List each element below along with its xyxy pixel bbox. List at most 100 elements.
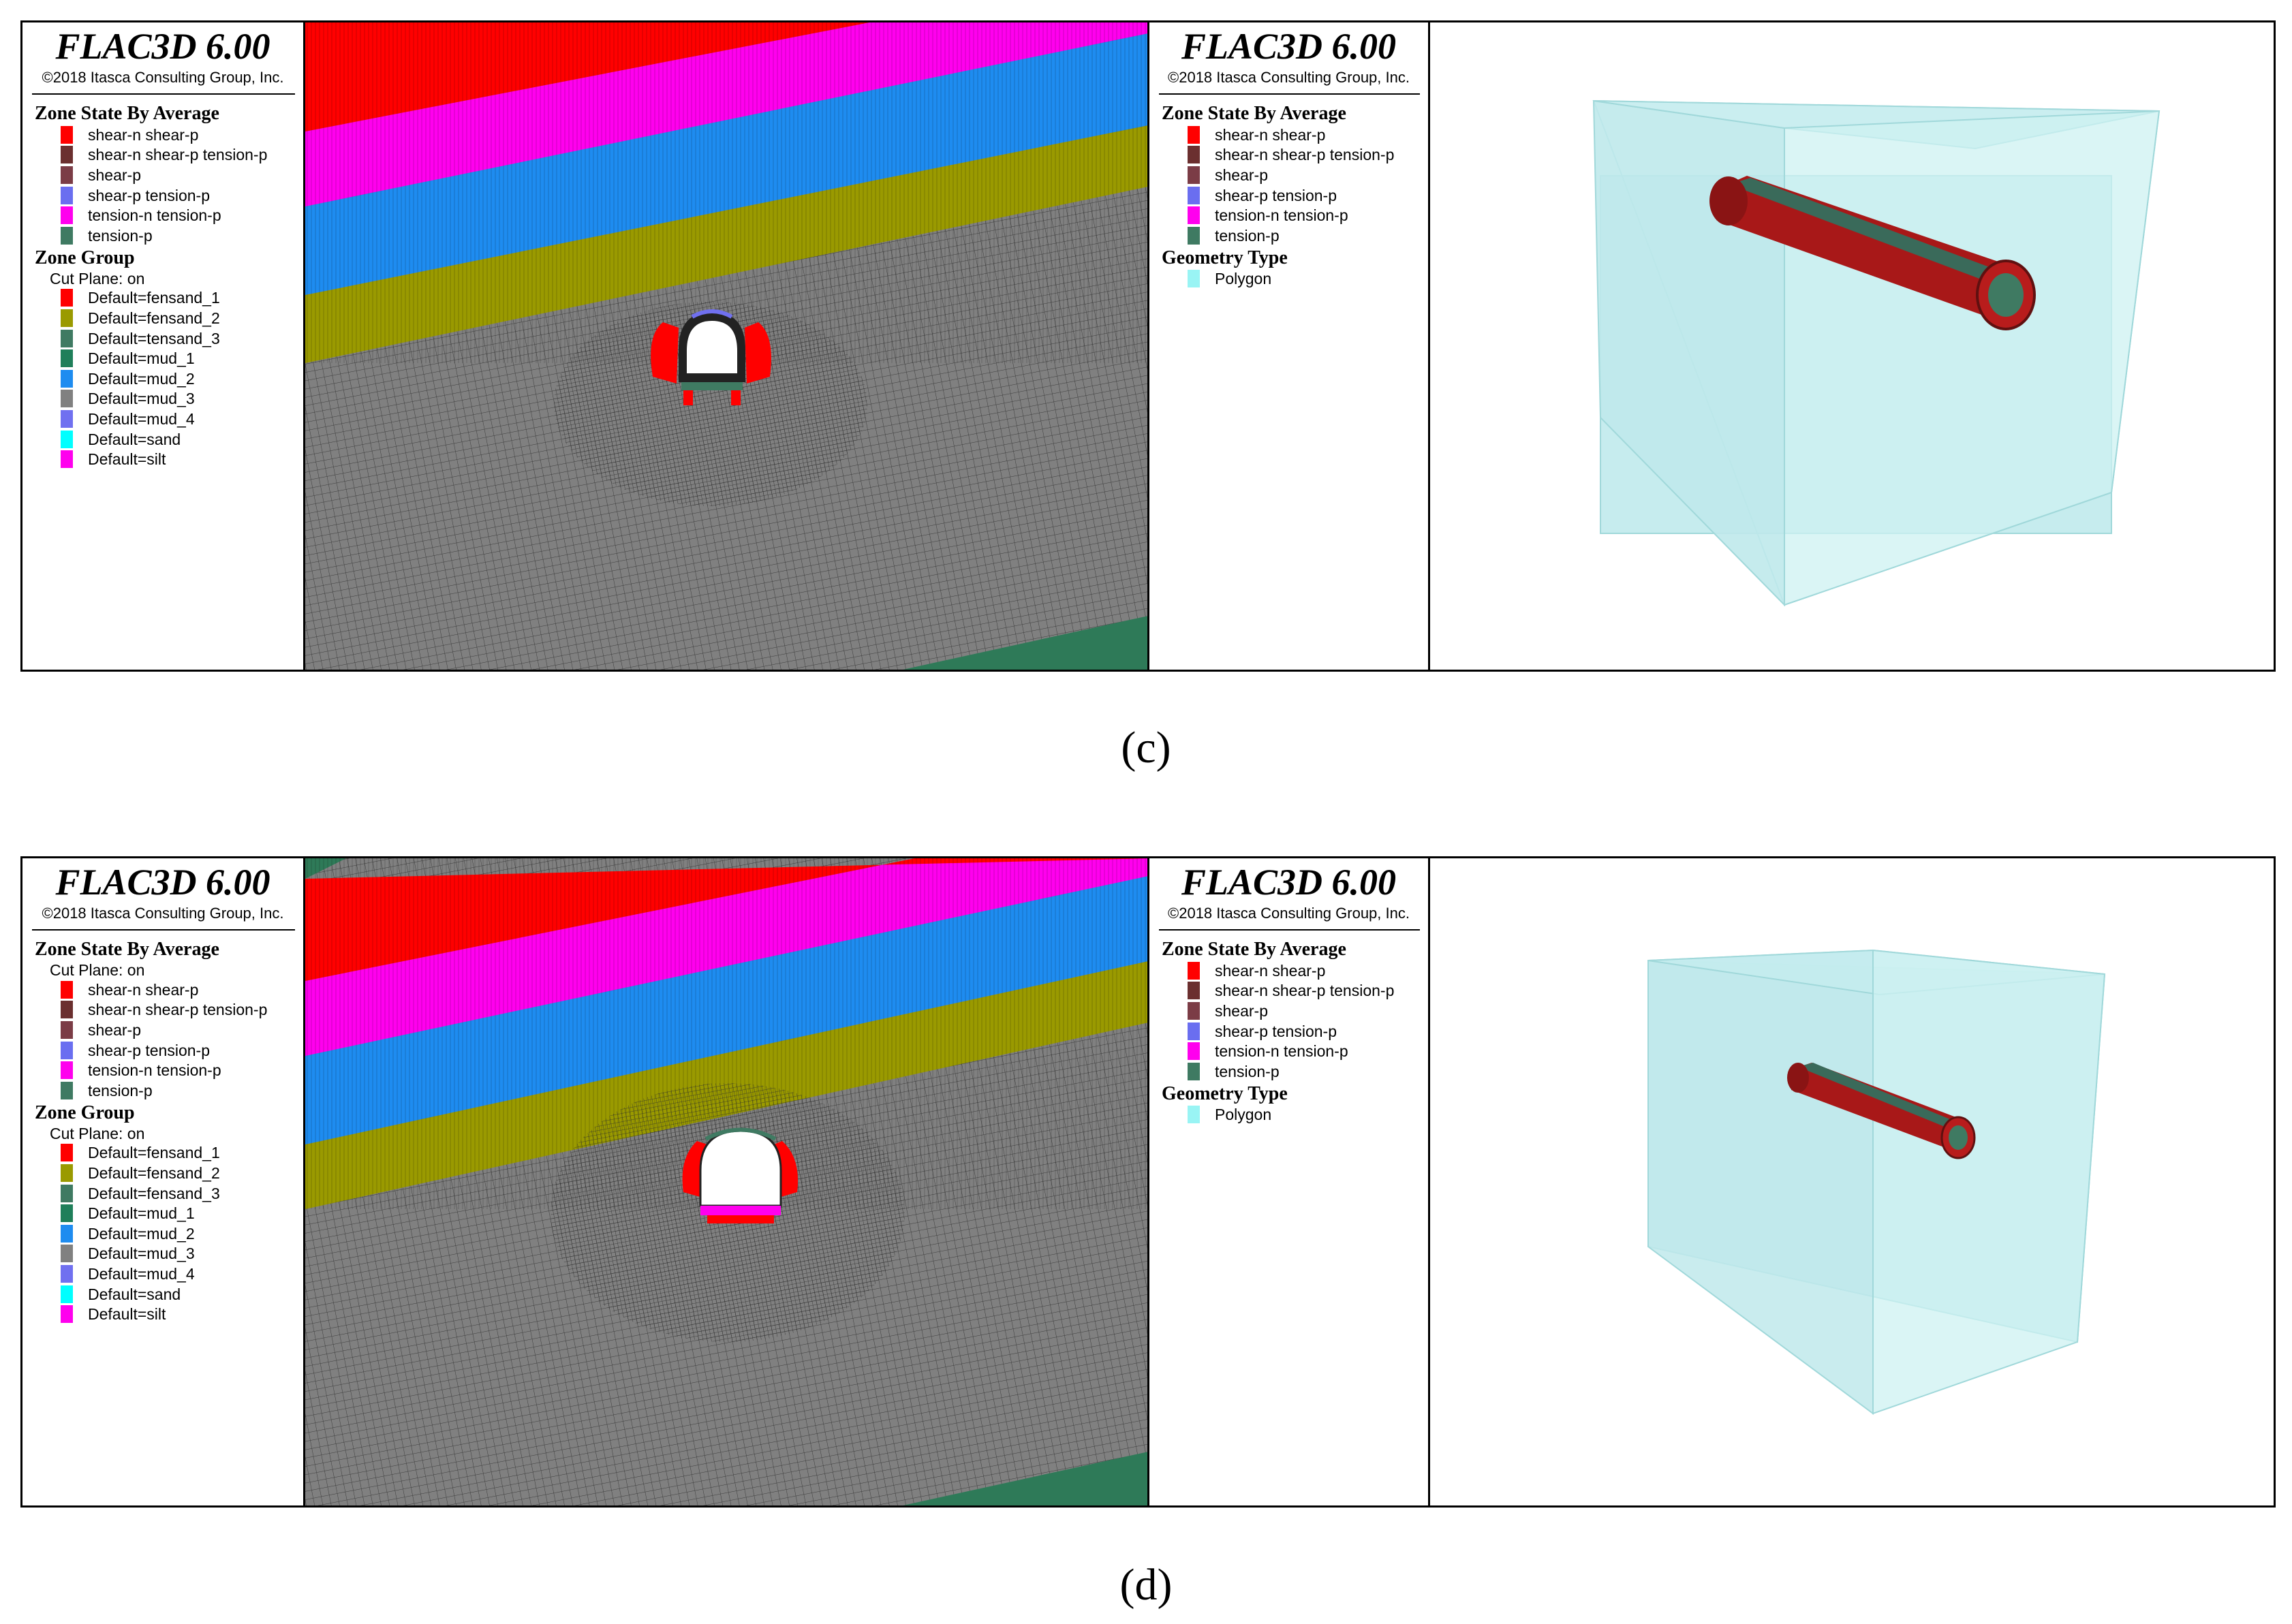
tunnel-opening [687, 321, 737, 373]
legend-swatch [1188, 270, 1200, 288]
legend-divider [1159, 929, 1420, 931]
legend-swatch [1188, 146, 1200, 164]
legend-swatch [61, 1184, 73, 1202]
tunnel-top-stripe [1730, 178, 2009, 285]
tunnel-back-end [1787, 1063, 1809, 1093]
legend-item: Default=silt [61, 1304, 303, 1324]
legend-swatch [61, 1144, 73, 1162]
legend-swatch [1188, 982, 1200, 1000]
figure-c-zone-legend: FLAC3D 6.00 ©2018 Itasca Consulting Grou… [20, 20, 305, 672]
legend-swatch [61, 430, 73, 448]
legend-title: FLAC3D 6.00 [55, 26, 270, 67]
legend-item: shear-n shear-p tension-p [1188, 981, 1428, 1001]
legend-swatch [61, 450, 73, 469]
plastic-zone-left [651, 322, 679, 384]
legend-item: Default=fensand_2 [61, 1163, 303, 1183]
legend-item-label: Default=mud_2 [88, 369, 195, 388]
legend-swatch [61, 980, 73, 999]
legend-item: shear-n shear-p tension-p [61, 1000, 303, 1020]
cut-plane-label: Cut Plane: on [50, 1124, 145, 1142]
legend-item: Polygon [1188, 1105, 1428, 1125]
legend-swatch [1188, 1022, 1200, 1040]
figure-c-mesh-view [303, 20, 1149, 672]
legend-title: FLAC3D 6.00 [1181, 26, 1397, 67]
legend-item: shear-p [61, 165, 303, 185]
legend-item-label: Default=fensand_2 [88, 1164, 220, 1182]
legend-item-label: Default=mud_1 [88, 349, 195, 368]
legend-item-label: shear-n shear-p [88, 125, 199, 144]
legend-item: Default=mud_2 [61, 1223, 303, 1244]
geometry-type-title: Geometry Type [1162, 1082, 1288, 1104]
legend-item: Default=fensand_1 [61, 1143, 303, 1164]
legend-swatch [61, 309, 73, 327]
legend-item: tension-p [61, 225, 303, 246]
legend-item: shear-n shear-p tension-p [61, 145, 303, 166]
zone-state-title: Zone State By Average [1162, 939, 1346, 960]
figure-d-zone-legend: FLAC3D 6.00 ©2018 Itasca Consulting Grou… [20, 856, 305, 1508]
layer-mud-1 [903, 616, 1147, 670]
legend-swatch [61, 1061, 73, 1080]
figure-c-geometry-legend: FLAC3D 6.00 ©2018 Itasca Consulting Grou… [1147, 20, 1430, 672]
legend-item: tension-p [1188, 1061, 1428, 1082]
legend-item: Default=mud_1 [61, 1203, 303, 1223]
legend-swatch [1188, 125, 1200, 144]
tunnel-invert [681, 382, 743, 390]
legend-swatch [61, 349, 73, 368]
legend-item-label: Default=sand [88, 430, 181, 448]
legend-swatch [61, 226, 73, 245]
figure-d-mesh-view [303, 856, 1149, 1508]
legend-swatch [1188, 226, 1200, 245]
legend-item-label: shear-n shear-p [88, 980, 199, 999]
legend-item-label: shear-p tension-p [1215, 1022, 1337, 1040]
legend-item-label: Polygon [1215, 1106, 1272, 1124]
legend-item-label: Default=mud_3 [88, 390, 195, 408]
legend-swatch [1188, 1106, 1200, 1124]
legend-item-label: Default=fensand_2 [88, 309, 220, 327]
legend-divider [1159, 93, 1420, 95]
legend-item: Default=mud_3 [61, 389, 303, 409]
tunnel-invert [700, 1206, 781, 1215]
legend-item: shear-p tension-p [1188, 1021, 1428, 1042]
legend-divider [32, 929, 295, 931]
legend-item: shear-p tension-p [1188, 185, 1428, 206]
mesh-cut-plane-plot [305, 858, 1147, 1505]
legend-item: Default=fensand_3 [61, 1183, 303, 1204]
box-left-face [1647, 949, 1874, 1415]
legend-item-label: Default=mud_2 [88, 1224, 195, 1243]
geometry-type-title: Geometry Type [1162, 247, 1288, 268]
zone-group-title: Zone Group [35, 247, 135, 268]
layer-mud-1 [903, 1452, 1147, 1505]
legend-swatch [61, 146, 73, 164]
legend-item: Default=tensand_3 [61, 328, 303, 349]
legend-item-label: Default=fensand_1 [88, 1144, 220, 1162]
legend-item: shear-n shear-p [1188, 125, 1428, 145]
legend-item: tension-p [61, 1080, 303, 1101]
legend-swatch [61, 1285, 73, 1303]
legend-item-label: shear-p tension-p [88, 1041, 210, 1059]
legend-item: shear-p tension-p [61, 185, 303, 206]
legend-item-label: Default=silt [88, 1305, 166, 1324]
legend-swatch [1188, 1042, 1200, 1061]
legend-item-label: Default=mud_4 [88, 409, 195, 428]
legend-item: shear-n shear-p [1188, 961, 1428, 981]
legend-item: tension-n tension-p [1188, 205, 1428, 225]
legend-item: Default=fensand_2 [61, 308, 303, 328]
legend-item-label: shear-n shear-p tension-p [1215, 982, 1395, 1000]
legend-item-label: Default=fensand_1 [88, 289, 220, 307]
legend-item-label: Default=fensand_3 [88, 1184, 220, 1202]
legend-item-label: Polygon [1215, 270, 1272, 288]
legend-item: Default=mud_4 [61, 409, 303, 429]
legend-item: Default=sand [61, 1284, 303, 1305]
legend-item-label: tension-p [1215, 226, 1280, 245]
legend-item: Default=mud_3 [61, 1244, 303, 1264]
legend-item: Default=silt [61, 449, 303, 469]
legend-swatch [61, 1081, 73, 1099]
legend-swatch [61, 289, 73, 307]
legend-item-label: shear-n shear-p [1215, 125, 1326, 144]
model-3d-plot [1592, 99, 2161, 607]
